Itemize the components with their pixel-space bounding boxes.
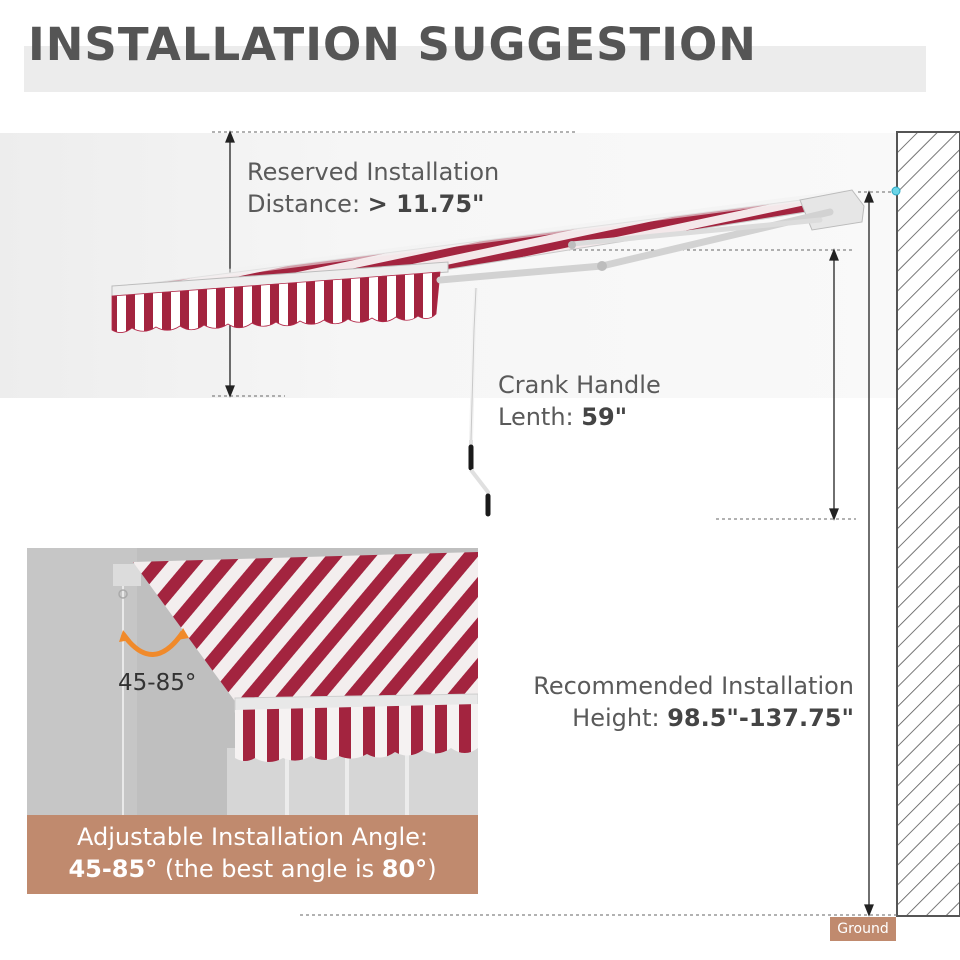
- caption-end: ): [427, 855, 437, 883]
- crank-value: 59": [581, 403, 628, 431]
- crank-length-arrow: [829, 248, 839, 521]
- caption-line1: Adjustable Installation Angle:: [77, 823, 428, 851]
- crank-prefix: Lenth:: [498, 403, 582, 431]
- angle-arc-icon: [120, 630, 186, 657]
- install-height-arrow: [864, 190, 874, 917]
- angle-range-label: 45-85°: [118, 670, 197, 696]
- angle-caption: Adjustable Installation Angle: 45-85° (t…: [27, 815, 478, 894]
- ground-badge: Ground: [830, 917, 896, 941]
- reserved-line1: Reserved Installation: [247, 158, 500, 186]
- reserved-distance-arrow: [225, 130, 235, 398]
- reserved-value: > 11.75": [367, 190, 485, 218]
- crank-handle-label: Crank Handle Lenth: 59": [498, 369, 661, 433]
- crank-line1: Crank Handle: [498, 371, 661, 399]
- title-bar: [24, 46, 926, 92]
- awning: [111, 186, 901, 333]
- reserved-distance-label: Reserved Installation Distance: > 11.75": [247, 156, 499, 220]
- arm-rear: [569, 217, 823, 247]
- height-prefix: Height:: [572, 704, 668, 732]
- height-line1: Recommended Installation: [533, 672, 854, 700]
- wall: [896, 131, 960, 917]
- page-title: INSTALLATION SUGGESTION: [28, 18, 757, 71]
- inset-canopy: [133, 552, 478, 704]
- mount-point-icon: [891, 186, 901, 196]
- arm-lower: [436, 262, 606, 284]
- caption-middle: (the best angle is: [157, 855, 382, 883]
- caption-best: 80°: [381, 855, 428, 883]
- crank-handle: [468, 287, 491, 517]
- valance: [111, 271, 441, 333]
- install-height-label: Recommended Installation Height: 98.5"-1…: [470, 670, 854, 734]
- height-value: 98.5"-137.75": [667, 704, 854, 732]
- caption-range: 45-85°: [68, 855, 158, 883]
- reserved-prefix: Distance:: [247, 190, 368, 218]
- front-bar: [111, 261, 449, 297]
- canopy-top-edge: [118, 190, 848, 290]
- inset-valance: [235, 704, 478, 762]
